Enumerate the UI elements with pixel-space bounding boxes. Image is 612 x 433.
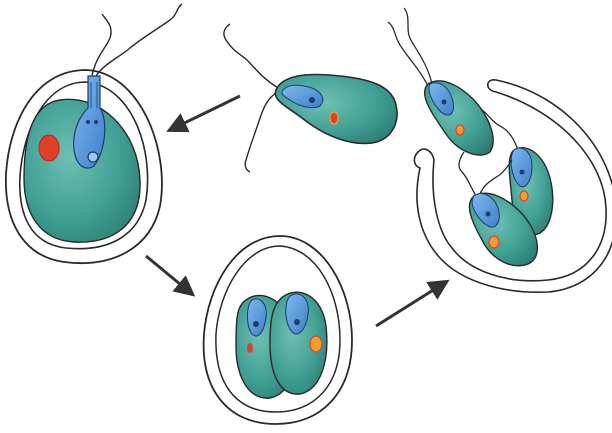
eyespot [39,135,59,161]
eyespot [489,236,499,248]
nucleolus [294,319,300,325]
nucleolus [442,100,447,105]
flagellum [245,92,278,172]
nucleolus [253,321,259,327]
contractile-vacuole [86,120,90,124]
flagellum [404,8,432,84]
flagellum [480,160,512,194]
eyespot [310,336,322,352]
arrow-to-encysted-cell [170,96,240,130]
dividing-cyst [204,236,352,424]
flagellum [459,152,476,196]
released-daughter-cells [388,8,612,292]
flagellum [92,14,111,76]
eyespot [330,112,338,124]
flagellum [224,24,278,88]
flagellated-cell [224,24,397,172]
arrow-to-released-cells [376,282,446,326]
nucleolus [486,212,491,217]
nucleolus [520,170,525,175]
eyespot [456,125,464,135]
contractile-vacuole [94,120,98,124]
eyespot [247,343,253,353]
nucleolus [88,152,98,162]
eyespot [520,191,528,201]
arrow-to-dividing-cyst [146,256,192,294]
nucleolus [309,97,315,103]
encysted-cell [6,4,182,263]
